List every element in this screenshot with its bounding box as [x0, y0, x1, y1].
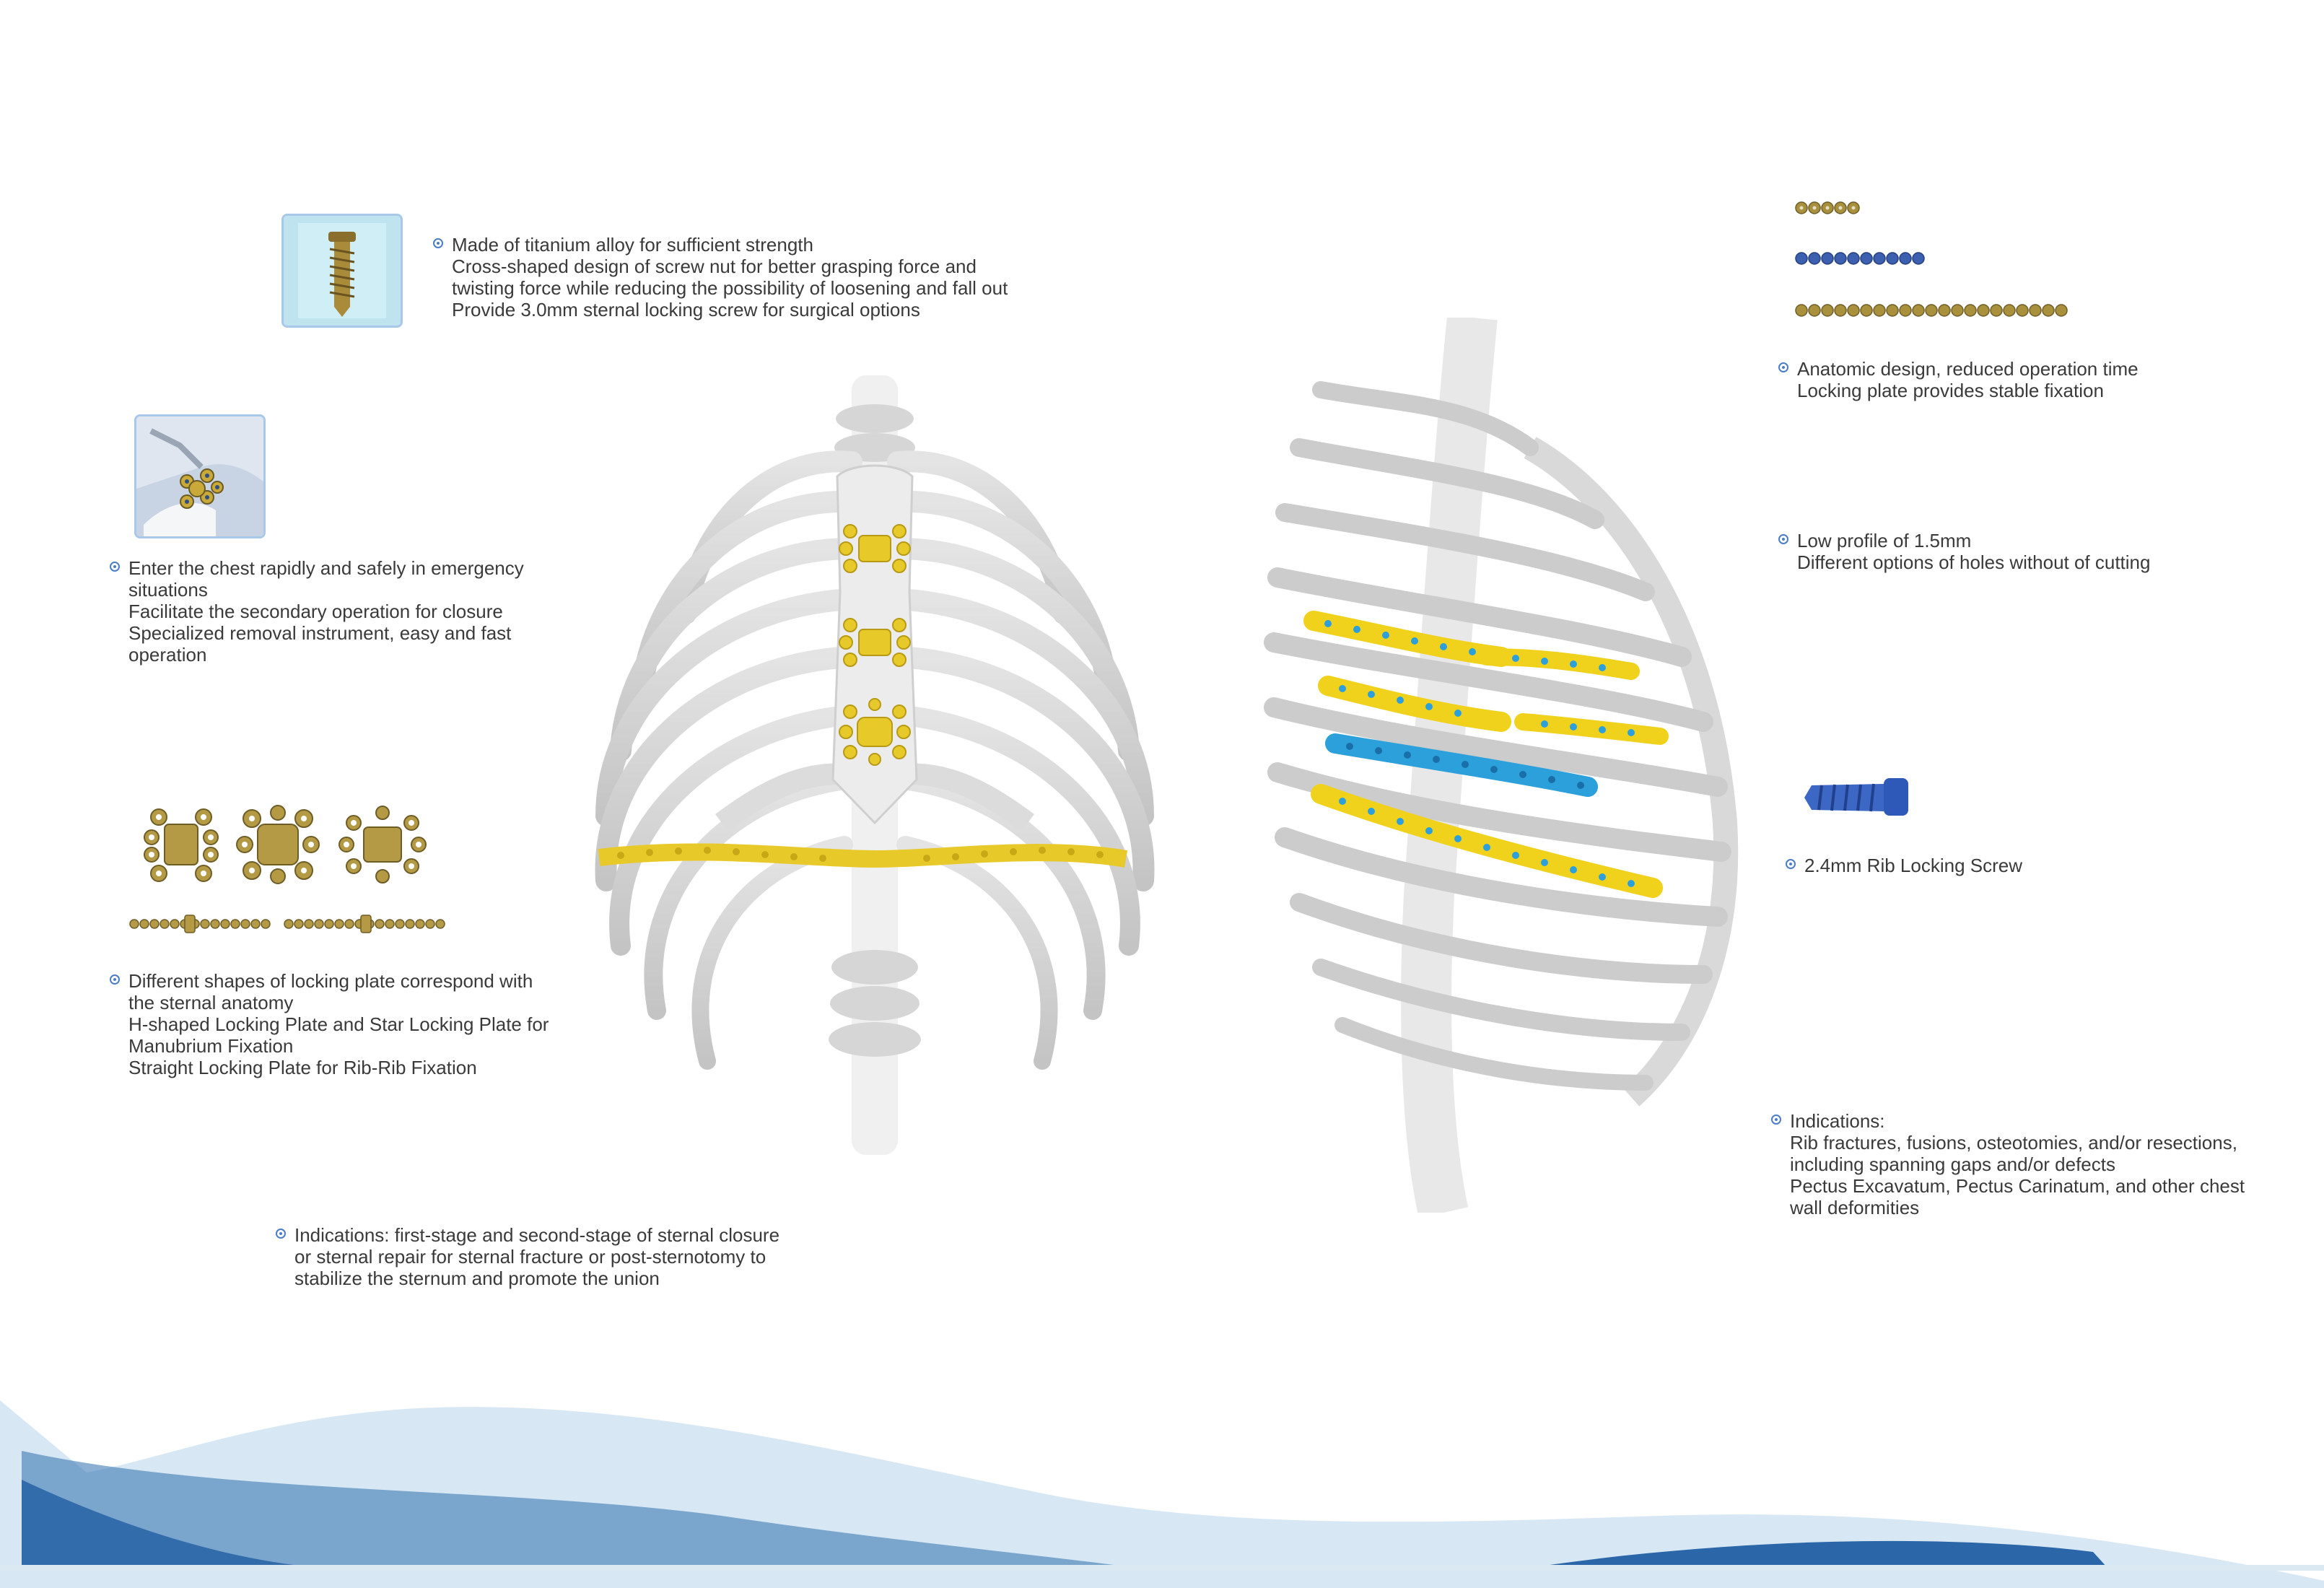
sternal-indication-line: or sternal repair for sternal fracture o…	[294, 1246, 766, 1268]
sternal-indication-line: stabilize the sternum and promote the un…	[294, 1268, 660, 1289]
rib-indications: Indications: Rib fractures, fusions, ost…	[1771, 1110, 2245, 1218]
circle-dot-icon	[433, 238, 443, 248]
front-rib-cage-illustration	[595, 375, 1155, 1155]
plates-feature-line: H-shaped Locking Plate and Star Locking …	[128, 1013, 549, 1035]
emergency-feature-line: Enter the chest rapidly and safely in em…	[128, 557, 524, 579]
screw-feature-line: twisting force while reducing the possib…	[452, 277, 1008, 299]
bottom-wave-decoration	[0, 1400, 2324, 1588]
rib-indication-line: Pectus Excavatum, Pectus Carinatum, and …	[1790, 1175, 2245, 1197]
screw-features: Made of titanium alloy for sufficient st…	[433, 234, 1008, 320]
rib-indication-line: wall deformities	[1790, 1197, 1920, 1218]
sternal-plate-procedure-image	[134, 414, 266, 538]
circle-dot-icon	[1771, 1114, 1781, 1125]
sternal-indications: Indications: first-stage and second-stag…	[276, 1224, 780, 1289]
rib-indication-line: Rib fractures, fusions, osteotomies, and…	[1790, 1132, 2237, 1153]
rib-indication-line: including spanning gaps and/or defects	[1790, 1153, 2115, 1175]
anatomic-features: Anatomic design, reduced operation time …	[1778, 358, 2139, 401]
emergency-feature-line: Facilitate the secondary operation for c…	[128, 601, 503, 622]
plates-feature-line: Different shapes of locking plate corres…	[128, 970, 533, 992]
straight-plate	[284, 915, 445, 933]
profile-feature-line: Different options of holes without of cu…	[1797, 551, 2151, 573]
star-plate	[236, 805, 320, 884]
circle-dot-icon	[110, 562, 120, 572]
plates-features: Different shapes of locking plate corres…	[110, 970, 549, 1078]
emergency-feature-line: Specialized removal instrument, easy and…	[128, 622, 512, 644]
circle-dot-icon	[110, 974, 120, 985]
emergency-features: Enter the chest rapidly and safely in em…	[110, 557, 524, 666]
plates-feature-line: Manubrium Fixation	[128, 1035, 294, 1057]
straight-plate	[129, 915, 271, 933]
side-rib-cage-illustration	[1264, 318, 1739, 1213]
anatomic-feature-line: Anatomic design, reduced operation time	[1797, 358, 2139, 380]
screw-feature-line: Cross-shaped design of screw nut for bet…	[452, 256, 977, 277]
plates-feature-line: the sternal anatomy	[128, 992, 294, 1013]
profile-feature-line: Low profile of 1.5mm	[1797, 530, 1972, 551]
rib-screw-caption: 2.4mm Rib Locking Screw	[1786, 855, 2022, 876]
rib-locking-screw-image	[1804, 778, 1908, 816]
plates-feature-line: Straight Locking Plate for Rib-Rib Fixat…	[128, 1057, 477, 1078]
sternal-indication-line: Indications: first-stage and second-stag…	[294, 1224, 780, 1246]
circle-dot-icon	[1778, 534, 1788, 544]
h-shaped-plate	[144, 808, 219, 882]
circle-dot-icon	[1786, 859, 1796, 869]
rib-plates-image	[1795, 201, 2068, 317]
circle-dot-icon	[1778, 362, 1788, 372]
rib-plate-long	[1795, 304, 2068, 317]
circle-dot-icon	[276, 1229, 286, 1239]
emergency-feature-line: operation	[128, 644, 207, 666]
profile-features: Low profile of 1.5mm Different options o…	[1778, 530, 2151, 573]
rib-screw-label: 2.4mm Rib Locking Screw	[1804, 855, 2022, 876]
star-plate	[338, 806, 427, 884]
rib-plate-medium	[1795, 252, 1925, 265]
screw-feature-line: Provide 3.0mm sternal locking screw for …	[452, 299, 920, 320]
rib-indication-line: Indications:	[1790, 1110, 1885, 1132]
screw-feature-line: Made of titanium alloy for sufficient st…	[452, 234, 813, 256]
emergency-feature-line: situations	[128, 579, 208, 601]
sternal-plates-image	[129, 805, 445, 933]
anatomic-feature-line: Locking plate provides stable fixation	[1797, 380, 2104, 401]
sternal-screw-image	[281, 214, 403, 328]
